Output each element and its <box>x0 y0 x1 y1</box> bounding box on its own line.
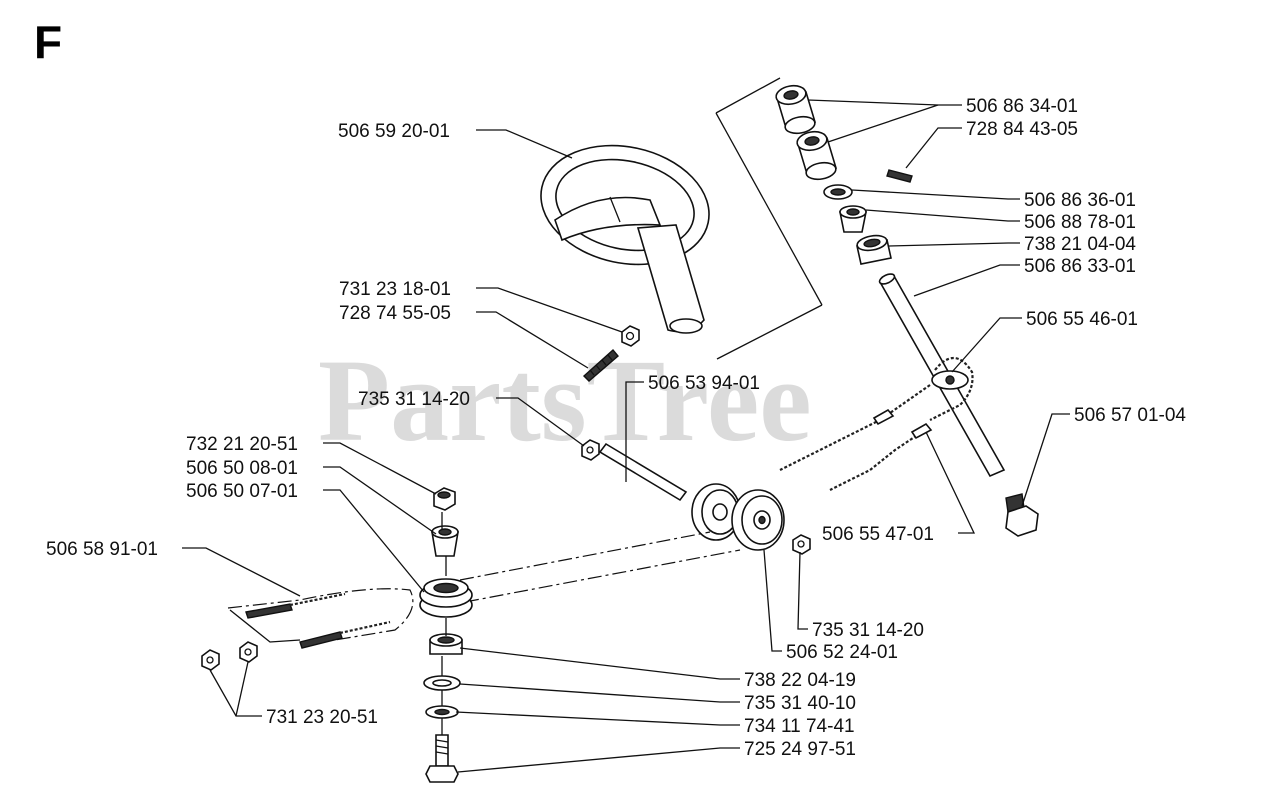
part-label: 735 31 14-20 <box>358 389 470 410</box>
lock-washer <box>423 675 461 691</box>
part-label: 725 24 97-51 <box>744 739 856 760</box>
part-label: 506 86 33-01 <box>1024 256 1136 277</box>
sleeve-upper <box>775 84 817 135</box>
nuts-731-23-20-51 <box>201 641 258 671</box>
section-letter: F <box>34 16 62 68</box>
part-label: 735 31 40-10 <box>744 693 856 714</box>
part-label: 738 22 04-19 <box>744 670 856 691</box>
part-label: 506 58 91-01 <box>46 539 158 560</box>
part-label: 506 86 34-01 <box>966 96 1078 117</box>
part-label: 506 55 47-01 <box>822 524 934 545</box>
assembly-bracket <box>715 77 823 360</box>
part-label: 728 74 55-05 <box>339 303 451 324</box>
leader-lines <box>182 99 1070 773</box>
bushing-506-88-78-01 <box>839 205 867 233</box>
lower-pulley <box>419 578 473 618</box>
nut-735-31-14-20-lower <box>792 534 811 555</box>
nut-735-31-14-20-upper <box>581 439 600 461</box>
bearing-738-22-04-19 <box>429 633 463 655</box>
nut-732-21-20-51 <box>433 487 456 511</box>
nut-506-57-01-04 <box>1005 493 1039 537</box>
part-label: 506 88 78-01 <box>1024 212 1136 233</box>
part-label: 728 84 43-05 <box>966 119 1078 140</box>
axis-line <box>441 512 447 735</box>
part-label: 506 50 07-01 <box>186 481 298 502</box>
belt-path <box>227 531 741 641</box>
part-labels: 506 86 34-01 728 84 43-05 506 59 20-01 5… <box>46 96 1186 760</box>
bushing-506-50-08-01 <box>431 525 459 557</box>
part-label: 734 11 74-41 <box>744 716 855 737</box>
screw-728-74-55-05 <box>582 348 619 382</box>
part-label: 732 21 20-51 <box>186 434 298 455</box>
sleeve-lower <box>796 130 838 181</box>
watermark: PartsTree <box>318 335 812 466</box>
steering-wheel <box>540 144 710 334</box>
set-screw <box>886 169 913 183</box>
cable-ends <box>245 592 391 649</box>
part-label: 731 23 18-01 <box>339 279 451 300</box>
steering-cables <box>779 384 933 491</box>
chain-sprocket <box>929 356 974 421</box>
part-label: 506 53 94-01 <box>648 373 760 394</box>
part-label: 731 23 20-51 <box>266 707 378 728</box>
part-label: 735 31 14-20 <box>812 620 924 641</box>
part-label: 506 52 24-01 <box>786 642 898 663</box>
part-label: 506 55 46-01 <box>1026 309 1138 330</box>
washer-506-86-36-01 <box>823 184 853 200</box>
nut-731-23-18-01 <box>621 325 640 347</box>
pin-506-53-94-01 <box>598 442 688 502</box>
pulley-right <box>731 489 785 551</box>
bearing-738-21-04-04 <box>856 234 892 265</box>
part-label: 738 21 04-04 <box>1024 234 1136 255</box>
part-label: 506 50 08-01 <box>186 458 298 479</box>
part-label: 506 57 01-04 <box>1074 405 1186 426</box>
part-label: 506 86 36-01 <box>1024 190 1136 211</box>
part-label: 506 59 20-01 <box>338 121 450 142</box>
bolt-725-24-97-51 <box>425 734 459 783</box>
flat-washer <box>425 705 459 719</box>
